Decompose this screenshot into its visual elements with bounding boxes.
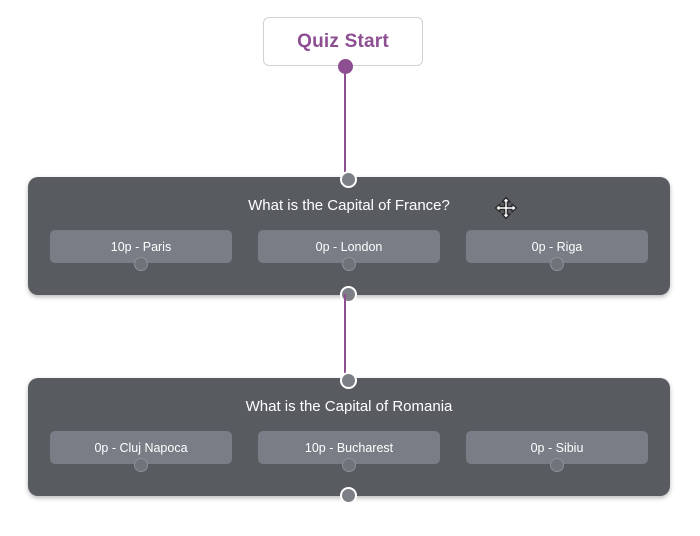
answer-output-port[interactable] [550,257,564,271]
answer-label: 0p - Sibiu [530,440,584,455]
question-2-title: What is the Capital of Romania [245,398,453,415]
question-node-2[interactable]: What is the Capital of Romania 0p - Cluj… [28,378,670,496]
answer-output-port[interactable] [342,257,356,271]
question-1-output-port[interactable] [340,286,357,303]
question-2-answers: 0p - Cluj Napoca 10p - Bucharest 0p - Si… [28,421,670,490]
question-1-title: What is the Capital of France? [248,197,450,214]
question-2-input-port[interactable] [340,372,357,389]
answer-option[interactable]: 0p - London [258,230,440,271]
question-node-1[interactable]: What is the Capital of France? 10p - Par… [28,177,670,295]
edge-start-to-question-1 [344,66,346,174]
move-arrows-icon[interactable] [494,196,518,220]
answer-label: 0p - London [315,239,383,254]
answer-label: 10p - Bucharest [304,440,394,455]
question-2-output-port[interactable] [340,487,357,504]
quiz-start-node[interactable]: Quiz Start [263,17,423,66]
answer-label: 0p - Cluj Napoca [94,440,188,455]
answer-option[interactable]: 0p - Riga [466,230,648,271]
quiz-start-label: Quiz Start [297,30,389,52]
question-1-input-port[interactable] [340,171,357,188]
answer-output-port[interactable] [550,458,564,472]
edge-question-1-to-question-2 [344,294,346,374]
answer-option[interactable]: 0p - Cluj Napoca [50,431,232,472]
question-1-answers: 10p - Paris 0p - London 0p - Riga [28,220,670,289]
answer-output-port[interactable] [342,458,356,472]
answer-label: 10p - Paris [110,239,172,254]
answer-option[interactable]: 0p - Sibiu [466,431,648,472]
answer-option[interactable]: 10p - Paris [50,230,232,271]
answer-output-port[interactable] [134,458,148,472]
answer-option[interactable]: 10p - Bucharest [258,431,440,472]
answer-output-port[interactable] [134,257,148,271]
answer-label: 0p - Riga [531,239,583,254]
